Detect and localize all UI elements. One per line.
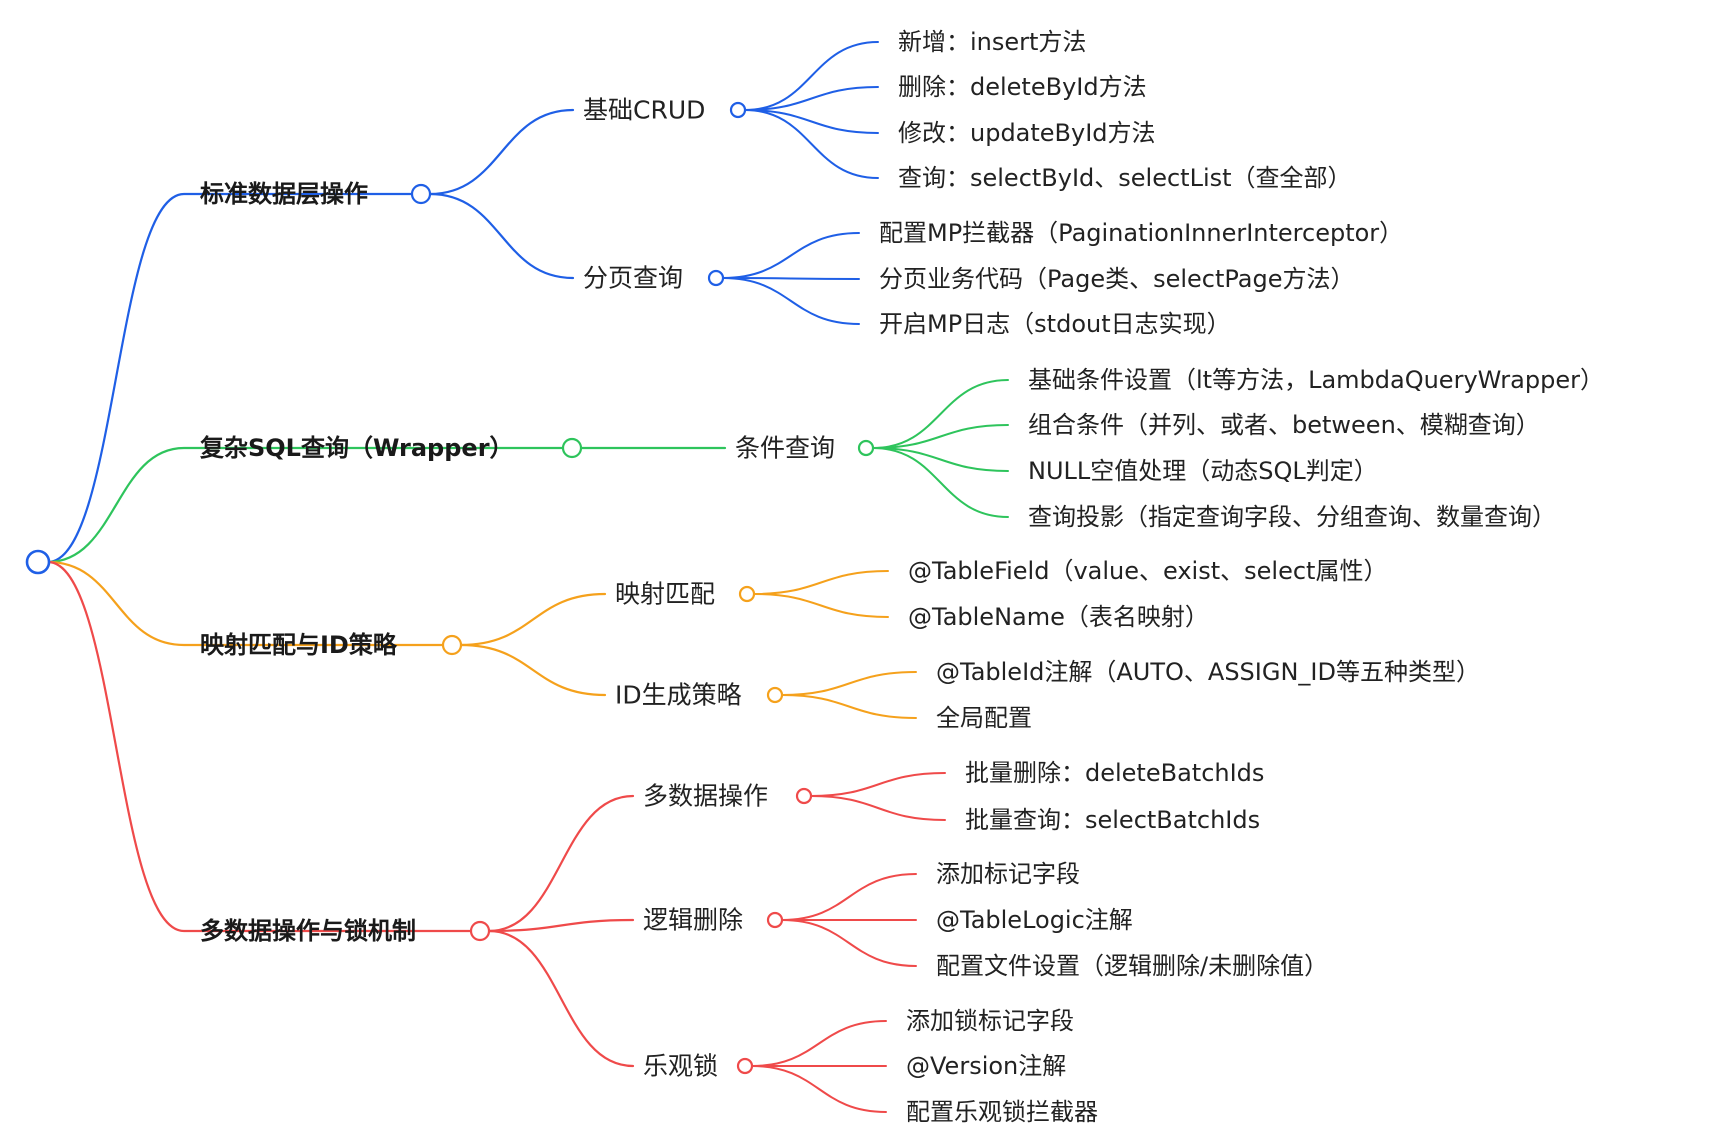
- edge-subtopic-to-leaf: [722, 232, 860, 279]
- edge-topic-to-subtopic: [428, 108, 575, 196]
- edge-subtopic-to-leaf: [751, 1020, 887, 1067]
- leaf-global-config[interactable]: 全局配置: [936, 704, 1032, 732]
- leaf-batch-delete[interactable]: 批量删除：deleteBatchIds: [965, 759, 1265, 787]
- topic-node-circle[interactable]: [561, 437, 583, 459]
- edge-root-to-topic: [46, 192, 414, 564]
- topic-multi-data-lock[interactable]: 多数据操作与锁机制: [200, 917, 416, 945]
- edge-subtopic-to-leaf: [753, 593, 889, 618]
- leaf-mp-interceptor[interactable]: 配置MP拦截器（PaginationInnerInterceptor）: [879, 219, 1404, 247]
- edge-topic-to-subtopic: [459, 643, 607, 697]
- edge-root-to-topic: [46, 446, 565, 564]
- leaf-version[interactable]: @Version注解: [906, 1052, 1067, 1080]
- edge-root-to-topic: [46, 560, 473, 933]
- leaf-add-flag-field[interactable]: 添加标记字段: [936, 860, 1080, 888]
- root-node-circle[interactable]: [25, 549, 51, 575]
- subtopic-node-circle[interactable]: [736, 1057, 754, 1075]
- topic-mapping-id-strategy[interactable]: 映射匹配与ID策略: [200, 631, 397, 659]
- leaf-select[interactable]: 查询：selectById、selectList（查全部）: [898, 164, 1352, 192]
- subtopic-id-strategy[interactable]: ID生成策略: [615, 680, 742, 710]
- topic-node-circle[interactable]: [410, 183, 432, 205]
- leaf-config-file[interactable]: 配置文件设置（逻辑删除/未删除值）: [936, 952, 1329, 980]
- subtopic-multi-data-ops[interactable]: 多数据操作: [643, 781, 769, 811]
- leaf-basic-condition[interactable]: 基础条件设置（lt等方法，LambdaQueryWrapper）: [1028, 366, 1604, 394]
- leaf-tablelogic[interactable]: @TableLogic注解: [936, 906, 1133, 934]
- topic-node-circle[interactable]: [441, 634, 463, 656]
- edge-subtopic-to-leaf: [744, 41, 879, 111]
- edge-subtopic-to-leaf: [781, 694, 917, 719]
- leaf-mp-log[interactable]: 开启MP日志（stdout日志实现）: [879, 310, 1231, 338]
- leaf-tableid[interactable]: @TableId注解（AUTO、ASSIGN_ID等五种类型）: [936, 658, 1480, 686]
- subtopic-node-circle[interactable]: [766, 686, 784, 704]
- edge-subtopic-to-leaf: [753, 570, 889, 595]
- edge-subtopic-to-leaf: [744, 109, 879, 179]
- leaf-add-lock-field[interactable]: 添加锁标记字段: [906, 1007, 1074, 1035]
- topic-standard-data-layer[interactable]: 标准数据层操作: [200, 180, 368, 208]
- leaf-tablefield[interactable]: @TableField（value、exist、select属性）: [908, 557, 1388, 585]
- subtopic-node-circle[interactable]: [707, 269, 725, 287]
- edge-subtopic-to-leaf: [810, 795, 946, 821]
- leaf-lock-interceptor[interactable]: 配置乐观锁拦截器: [906, 1098, 1098, 1126]
- topic-node-circle[interactable]: [469, 920, 491, 942]
- edge-subtopic-to-leaf: [751, 1065, 887, 1113]
- subtopic-pagination[interactable]: 分页查询: [583, 263, 684, 293]
- subtopic-node-circle[interactable]: [729, 101, 747, 119]
- subtopic-node-circle[interactable]: [738, 585, 756, 603]
- subtopic-mapping-match[interactable]: 映射匹配: [615, 579, 716, 609]
- subtopic-logic-delete[interactable]: 逻辑删除: [643, 905, 744, 935]
- edge-subtopic-to-leaf: [872, 447, 1009, 472]
- edge-subtopic-to-leaf: [872, 447, 1009, 518]
- edge-subtopic-to-leaf: [810, 772, 946, 797]
- leaf-delete-by-id[interactable]: 删除：deleteById方法: [898, 73, 1147, 101]
- edge-subtopic-to-leaf: [722, 277, 860, 325]
- edge-topic-to-subtopic: [487, 794, 635, 933]
- leaf-null-handling[interactable]: NULL空值处理（动态SQL判定）: [1028, 457, 1378, 485]
- leaf-page-code[interactable]: 分页业务代码（Page类、selectPage方法）: [879, 265, 1355, 293]
- edge-subtopic-to-leaf: [872, 379, 1009, 449]
- edge-subtopic-to-leaf: [781, 919, 917, 967]
- edge-subtopic-to-leaf: [872, 424, 1009, 449]
- edge-subtopic-to-leaf: [722, 277, 860, 280]
- edge-topic-to-subtopic: [428, 192, 575, 280]
- leaf-tablename[interactable]: @TableName（表名映射）: [908, 603, 1209, 631]
- subtopic-optimistic-lock[interactable]: 乐观锁: [643, 1051, 719, 1081]
- edge-topic-to-subtopic: [487, 918, 635, 933]
- edge-subtopic-to-leaf: [781, 873, 917, 921]
- edge-subtopic-to-leaf: [744, 109, 879, 134]
- topic-complex-sql-query[interactable]: 复杂SQL查询（Wrapper）: [200, 434, 514, 462]
- leaf-insert[interactable]: 新增：insert方法: [898, 28, 1087, 56]
- subtopic-basic-crud[interactable]: 基础CRUD: [583, 95, 706, 125]
- subtopic-node-circle[interactable]: [795, 787, 813, 805]
- leaf-combined-condition[interactable]: 组合条件（并列、或者、between、模糊查询）: [1028, 411, 1540, 439]
- edge-subtopic-to-leaf: [744, 86, 879, 111]
- edge-root-to-topic: [46, 560, 445, 647]
- leaf-query-projection[interactable]: 查询投影（指定查询字段、分组查询、数量查询）: [1028, 503, 1556, 531]
- leaf-update-by-id[interactable]: 修改：updateById方法: [898, 119, 1156, 147]
- edge-subtopic-to-leaf: [781, 671, 917, 696]
- subtopic-condition-query[interactable]: 条件查询: [735, 433, 836, 463]
- leaf-batch-select[interactable]: 批量查询：selectBatchIds: [965, 806, 1261, 834]
- edge-topic-to-subtopic: [459, 592, 607, 647]
- subtopic-node-circle[interactable]: [857, 439, 875, 457]
- subtopic-node-circle[interactable]: [766, 911, 784, 929]
- edge-topic-to-subtopic: [487, 929, 635, 1068]
